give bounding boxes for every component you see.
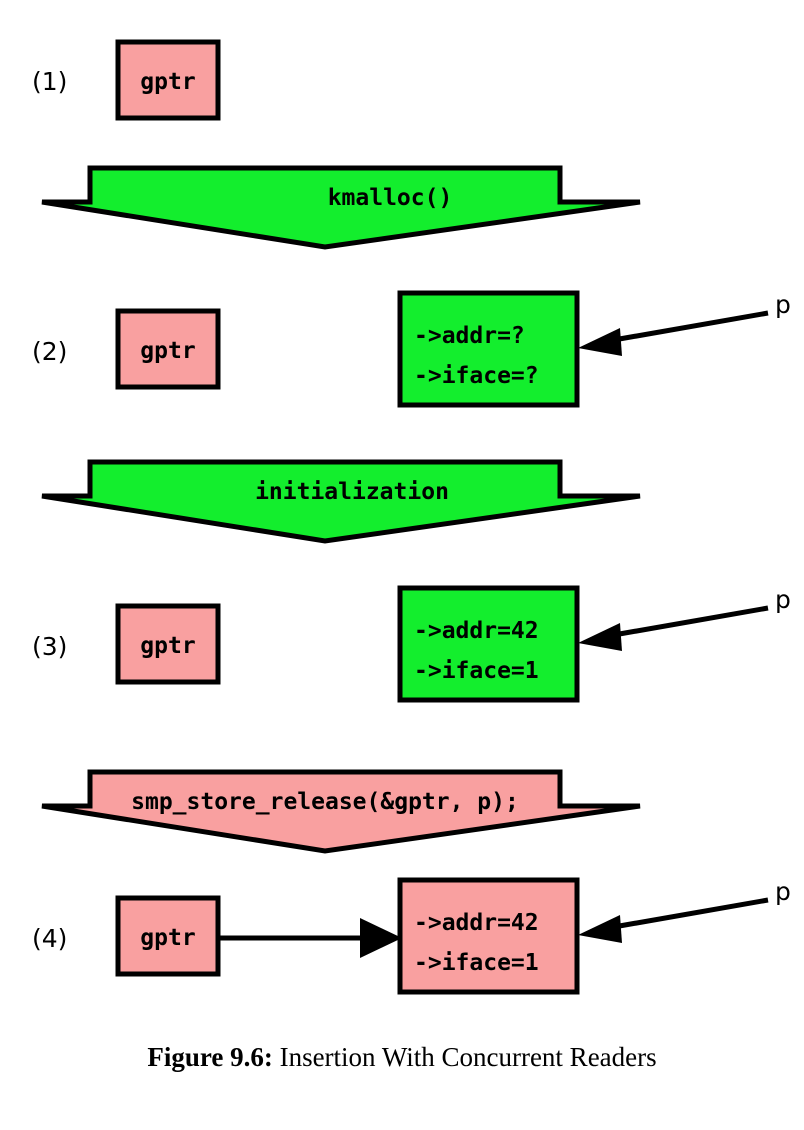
kmalloc-arrow-shape [41, 165, 641, 250]
figure-caption-label: Figure 9.6: [147, 1042, 273, 1072]
initialization-arrow-shape [41, 459, 641, 544]
step-1-gptr-box [115, 39, 221, 121]
step-4-struct-line1: ->addr=42 [414, 910, 539, 936]
step-2-p-pointer-line [607, 310, 769, 344]
insertion-diagram: (1) gptr kmalloc() (2) gptr ->addr=? ->i… [32, 39, 791, 995]
step-3-struct-line2: ->iface=1 [414, 658, 539, 684]
step-1-group: (1) gptr [32, 39, 221, 121]
step-4-p-arrowhead-icon [578, 915, 622, 943]
step-3-group: (3) gptr ->addr=42 ->iface=1 p [32, 585, 791, 703]
step-1-number: (1) [32, 67, 67, 96]
step-2-group: (2) gptr ->addr=? ->iface=? p [32, 290, 791, 408]
step-3-p-arrowhead-icon [578, 623, 622, 651]
kmalloc-arrow-label: kmalloc() [328, 185, 453, 211]
step-2-p-arrowhead-icon [578, 328, 622, 356]
step-4-gptr-label: gptr [140, 925, 195, 951]
step-3-number: (3) [32, 632, 67, 661]
gptr-to-struct-arrowhead-icon [360, 918, 402, 958]
transition-initialization-group: initialization [41, 459, 641, 544]
step-3-p-label: p [775, 585, 791, 614]
step-4-gptr-box [115, 895, 221, 977]
step-4-group: (4) gptr ->addr=42 ->iface=1 p [32, 877, 791, 995]
step-4-struct-line2: ->iface=1 [414, 950, 539, 976]
step-3-gptr-label: gptr [140, 633, 195, 659]
step-2-number: (2) [32, 337, 67, 366]
step-4-struct-box [397, 877, 580, 995]
step-2-struct-box [397, 290, 580, 408]
step-2-gptr-label: gptr [140, 338, 195, 364]
step-1-gptr-label: gptr [140, 69, 195, 95]
step-2-p-label: p [775, 290, 791, 319]
initialization-arrow-label: initialization [255, 479, 449, 505]
smp-store-release-arrow-label: smp_store_release(&gptr, p); [131, 789, 519, 815]
step-4-p-label: p [775, 877, 791, 906]
smp-store-release-arrow-shape [41, 769, 641, 854]
step-3-struct-box [397, 585, 580, 703]
step-2-struct-line1: ->addr=? [414, 323, 525, 349]
step-4-number: (4) [32, 924, 67, 953]
figure-caption: Figure 9.6: Insertion With Concurrent Re… [0, 1042, 804, 1073]
transition-kmalloc-group: kmalloc() [41, 165, 641, 250]
step-3-p-pointer-line [607, 605, 769, 639]
figure-caption-text: Insertion With Concurrent Readers [279, 1042, 657, 1072]
step-3-struct-line1: ->addr=42 [414, 618, 539, 644]
step-3-gptr-box [115, 603, 221, 685]
step-2-struct-line2: ->iface=? [414, 363, 539, 389]
step-2-gptr-box [115, 308, 221, 390]
transition-smp-store-release-group: smp_store_release(&gptr, p); [41, 769, 641, 854]
step-4-p-pointer-line [607, 897, 769, 931]
